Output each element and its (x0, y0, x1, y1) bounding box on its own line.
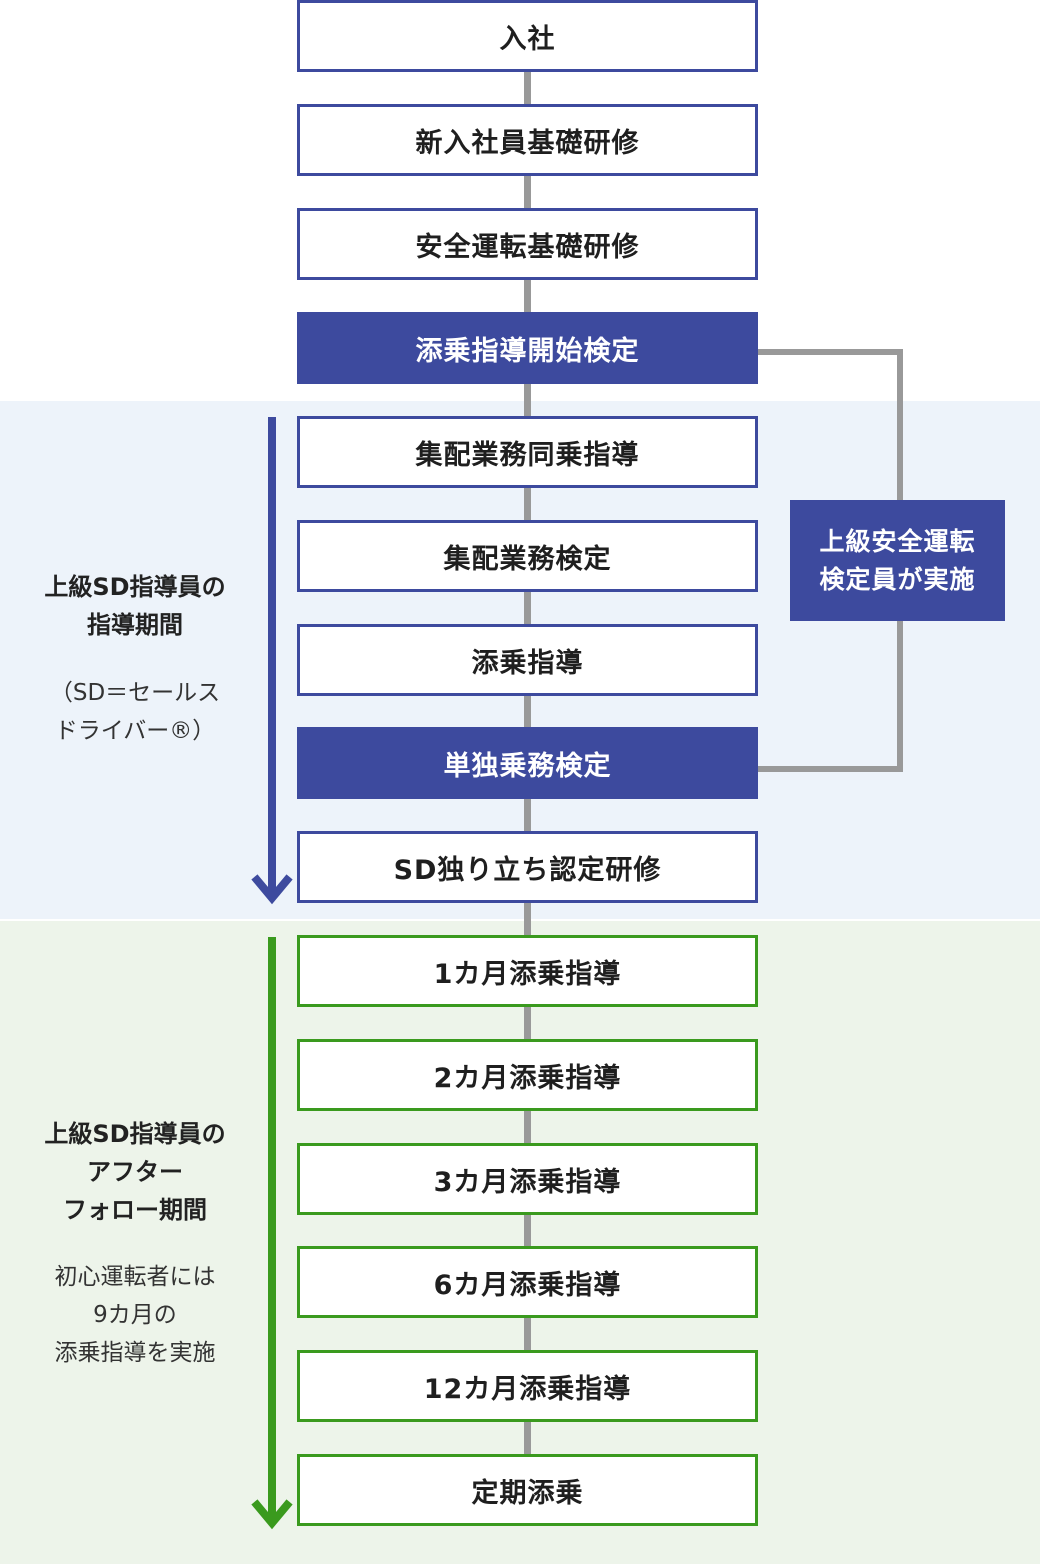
title-line: フォロー期間 (63, 1196, 207, 1224)
guidance-period-title: 上級SD指導員の 指導期間 (0, 568, 270, 644)
followup-period-title: 上級SD指導員の アフター フォロー期間 (0, 1115, 270, 1229)
title-line: 上級SD指導員の (44, 1120, 226, 1148)
step-delivery-exam: 集配業務検定 (297, 520, 758, 592)
step-label: 入社 (499, 23, 556, 55)
step-label: 12カ月添乗指導 (423, 1373, 632, 1405)
step-label: 2カ月添乗指導 (433, 1062, 622, 1094)
step-3-month-ride-along: 3カ月添乗指導 (297, 1143, 758, 1215)
step-joining: 入社 (297, 0, 758, 72)
step-ride-along-guidance: 添乗指導 (297, 624, 758, 696)
inspector-line: 検定員が実施 (819, 564, 976, 594)
step-label: 安全運転基礎研修 (415, 231, 640, 263)
guidance-period-note: （SD＝セールス ドライバー®） (0, 674, 270, 750)
step-1-month-ride-along: 1カ月添乗指導 (297, 935, 758, 1007)
step-label: 3カ月添乗指導 (433, 1166, 622, 1198)
title-line: 指導期間 (87, 611, 183, 639)
step-solo-duty-exam: 単独乗務検定 (297, 727, 758, 799)
note-line: （SD＝セールス (49, 680, 221, 706)
step-label: 新入社員基礎研修 (415, 127, 640, 159)
step-regular-ride-along: 定期添乗 (297, 1454, 758, 1526)
step-label: 添乗指導開始検定 (415, 335, 640, 367)
step-6-month-ride-along: 6カ月添乗指導 (297, 1246, 758, 1318)
step-ride-along-start-exam: 添乗指導開始検定 (297, 312, 758, 384)
step-label: SD独り立ち認定研修 (393, 854, 662, 886)
step-new-employee-training: 新入社員基礎研修 (297, 104, 758, 176)
inspector-line: 上級安全運転 (819, 526, 976, 556)
step-12-month-ride-along: 12カ月添乗指導 (297, 1350, 758, 1422)
step-2-month-ride-along: 2カ月添乗指導 (297, 1039, 758, 1111)
step-sd-certification-training: SD独り立ち認定研修 (297, 831, 758, 903)
step-delivery-ride-along: 集配業務同乗指導 (297, 416, 758, 488)
step-label: 集配業務検定 (443, 543, 612, 575)
step-safe-driving-training: 安全運転基礎研修 (297, 208, 758, 280)
note-line: ドライバー®） (54, 718, 216, 744)
guidance-period-arrow (251, 417, 293, 905)
followup-period-note: 初心運転者には 9カ月の 添乗指導を実施 (0, 1258, 270, 1372)
title-line: アフター (87, 1158, 183, 1186)
inspector-box: 上級安全運転 検定員が実施 (790, 500, 1005, 621)
note-line: 初心運転者には (54, 1264, 216, 1290)
step-label: 6カ月添乗指導 (433, 1269, 622, 1301)
step-label: 集配業務同乗指導 (415, 439, 640, 471)
step-label: 単独乗務検定 (443, 750, 612, 782)
step-label: 定期添乗 (471, 1477, 584, 1509)
note-line: 添乗指導を実施 (54, 1340, 216, 1366)
title-line: 上級SD指導員の (44, 573, 226, 601)
note-line: 9カ月の (93, 1302, 177, 1328)
step-label: 添乗指導 (471, 647, 584, 679)
followup-period-arrow (251, 937, 293, 1530)
step-label: 1カ月添乗指導 (433, 958, 622, 990)
